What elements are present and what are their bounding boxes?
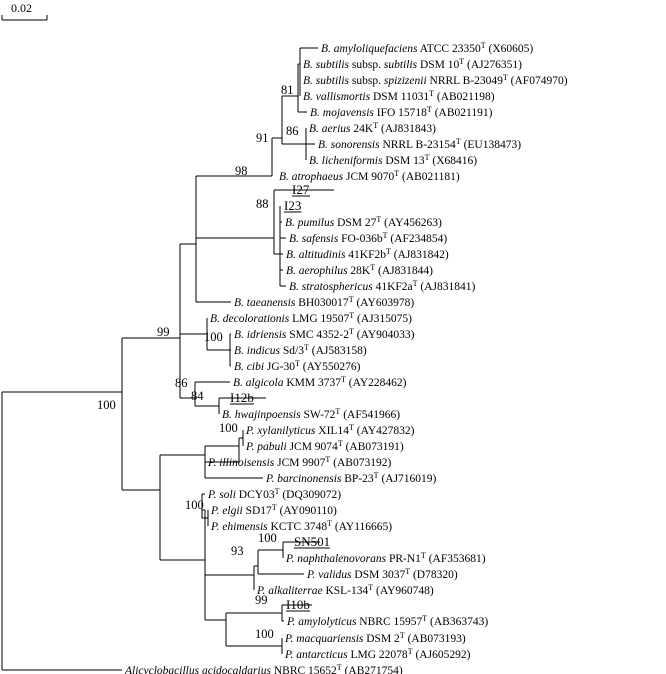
leaf-label: B. aerius 24KT (AJ831843): [309, 121, 436, 136]
leaf-label: B. vallismortis DSM 11031T (AB021198): [303, 89, 495, 104]
leaf-label: B. subtilis subsp. spizizenii NRRL B-230…: [303, 73, 568, 88]
leaf-label: B. altitudinis 41KF2bT (AJ831842): [286, 247, 449, 262]
leaf-label: P. ehimensis KCTC 3748T (AY116665): [210, 519, 392, 534]
leaf-label: P. barcinonensis BP-23T (AJ716019): [265, 471, 437, 486]
bootstrap-value: 100: [204, 330, 223, 344]
leaf-label: B. idriensis SMC 4352-2T (AY904033): [234, 327, 415, 342]
leaf-label: B. amyloliquefaciens ATCC 23350T (X60605…: [321, 41, 533, 56]
leaf-label: I12b: [230, 390, 254, 405]
leaf-label: B. aerophilus 28KT (AJ831844): [286, 263, 433, 278]
leaf-label: B. safensis FO-036bT (AF234854): [289, 231, 447, 246]
leaf-label: P. elgii SD17T (AY090110): [210, 503, 337, 518]
leaf-label: B. sonorensis NRRL B-23154T (EU138473): [318, 137, 521, 152]
bootstrap-value: 99: [255, 593, 268, 607]
leaf-label: P. amylolyticus NBRC 15957T (AB363743): [286, 614, 488, 629]
leaf-label: B. subtilis subsp. subtilis DSM 10T (AJ2…: [303, 57, 522, 72]
leaf-label: P. naphthalenovorans PR-N1T (AF353681): [285, 551, 486, 566]
bootstrap-value: 100: [219, 421, 238, 435]
bootstrap-value: 98: [235, 164, 248, 178]
bootstrap-value: 88: [256, 197, 269, 211]
leaf-label: P. alkaliterrae KSL-134T (AY960748): [256, 583, 434, 598]
scale-bar-label: 0.02: [11, 1, 32, 15]
leaf-label: B. licheniformis DSM 13T (X68416): [309, 153, 477, 168]
leaf-label: P. soli DCY03T (DQ309072): [207, 487, 341, 502]
leaf-label: B. cibi JG-30T (AY550276): [234, 359, 361, 374]
bootstrap-value: 100: [185, 498, 204, 512]
leaf-label: B. decolorationis LMG 19507T (AJ315075): [210, 311, 412, 326]
leaf-label: B. taeanensis BH030017T (AY603978): [234, 295, 414, 310]
leaf-label: B. indicus Sd/3T (AJ583158): [234, 343, 367, 358]
bootstrap-value: 100: [258, 531, 277, 545]
scale-bar: 0.02: [1, 1, 48, 21]
bootstrap-value: 86: [175, 376, 188, 390]
bootstrap-value: 93: [231, 544, 244, 558]
bootstrap-value: 100: [97, 398, 116, 412]
leaf-label: P. xylanilyticus XIL14T (AY427832): [245, 423, 415, 438]
leaf-label: P. macquariensis DSM 2T (AB073193): [284, 631, 466, 646]
leaf-label: SN501: [294, 534, 330, 549]
leaf-label: P. antarcticus LMG 22078T (AJ605292): [284, 647, 471, 662]
bootstrap-value: 99: [157, 325, 170, 339]
leaf-label: I27: [292, 182, 310, 197]
leaf-label: P. pabuli JCM 9074T (AB073191): [245, 439, 404, 454]
tree-branches: [1, 47, 334, 671]
leaf-label: P. validus DSM 3037T (D78320): [306, 567, 458, 582]
bootstrap-value: 81: [281, 83, 294, 97]
bootstrap-value: 100: [255, 627, 274, 641]
leaf-labels: B. amyloliquefaciens ATCC 23350T (X60605…: [124, 41, 568, 674]
bootstrap-value: 86: [286, 124, 299, 138]
leaf-label: B. mojavensis IFO 15718T (AB021191): [310, 105, 493, 120]
bootstrap-value: 84: [191, 389, 204, 403]
leaf-label: B. hwajinpoensis SW-72T (AF541966): [222, 407, 400, 422]
leaf-label: Alicyclobacillus acidocaldarius NBRC 156…: [124, 663, 403, 674]
leaf-label: B. algicola KMM 3737T (AY228462): [233, 375, 407, 390]
leaf-label: I23: [284, 198, 301, 213]
leaf-label: P. illinoisensis JCM 9907T (AB073192): [207, 455, 391, 470]
leaf-label: B. stratosphericus 41KF2aT (AJ831841): [289, 279, 476, 294]
leaf-label: B. atrophaeus JCM 9070T (AB021181): [279, 169, 460, 184]
bootstrap-value: 91: [256, 131, 269, 145]
leaf-label: I10b: [286, 597, 310, 612]
leaf-label: B. pumilus DSM 27T (AY456263): [285, 215, 442, 230]
